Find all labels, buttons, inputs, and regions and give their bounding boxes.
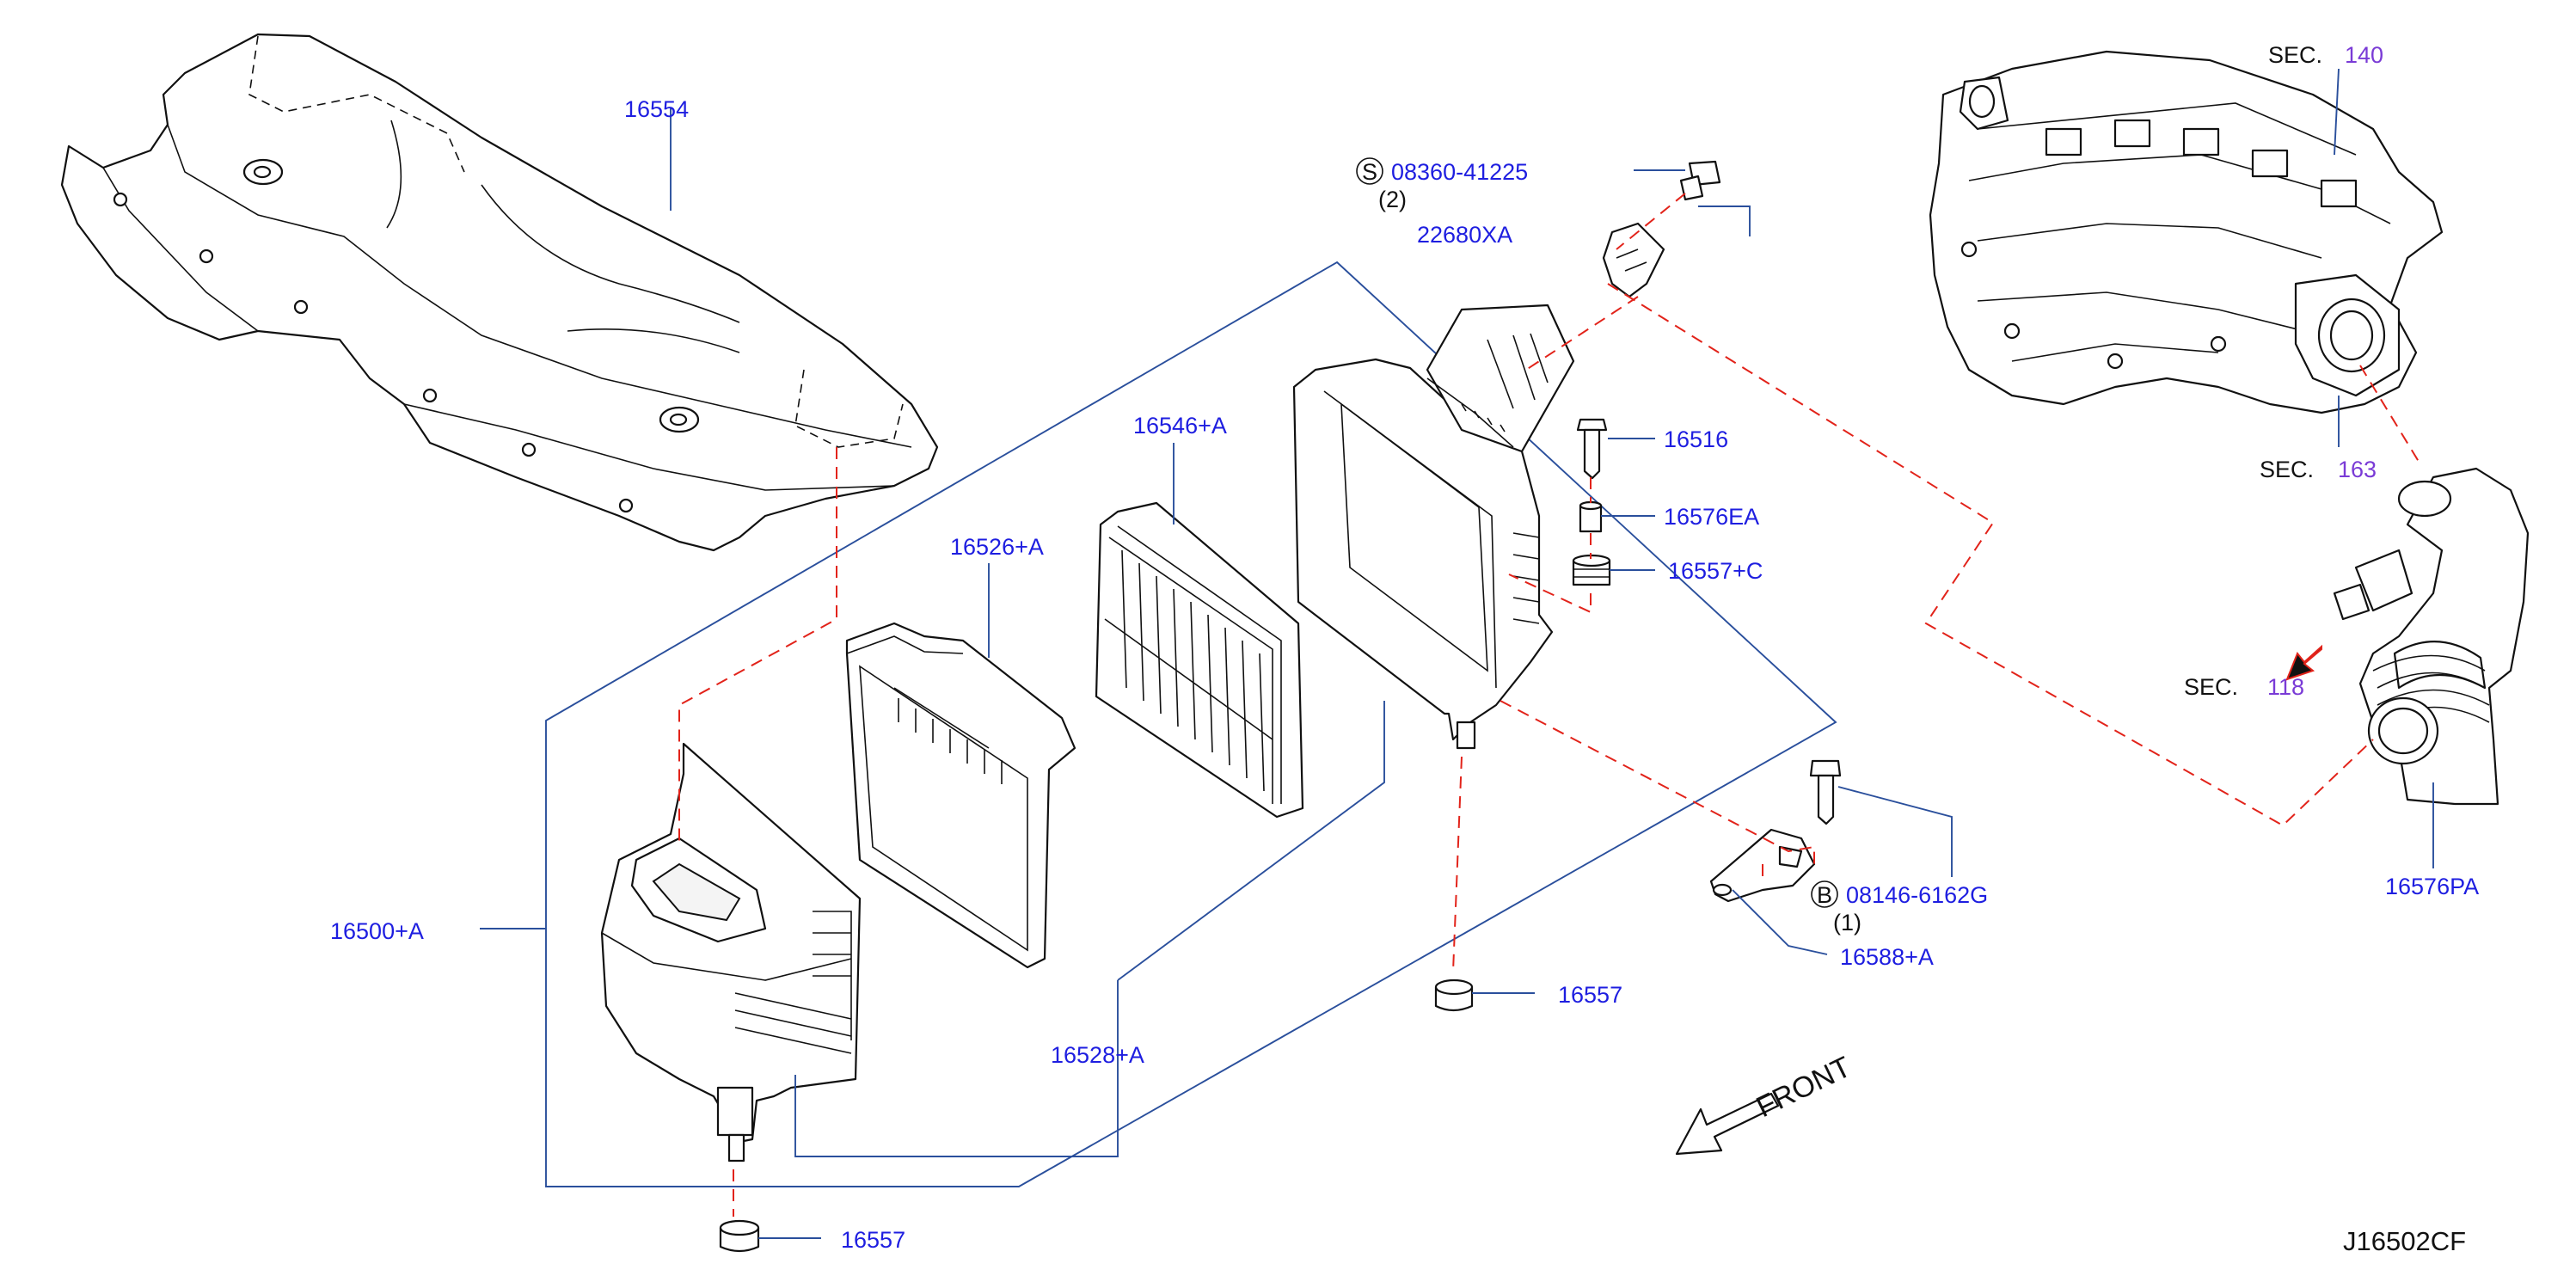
sec-163-number: 163 — [2338, 457, 2377, 482]
b-badge-circle — [1811, 880, 1838, 908]
leader-lines — [480, 68, 2434, 1239]
label-16588a: 16588+A — [1840, 944, 1934, 970]
label-08360-qty: (2) — [1378, 187, 1407, 212]
air-duct-16576pa — [2333, 467, 2530, 806]
sensor-22680xa — [1602, 222, 1665, 298]
label-16576pa: 16576PA — [2385, 874, 2479, 899]
engine-cover-16554 — [60, 33, 939, 552]
air-cleaner-upper-case — [1292, 304, 1575, 750]
bolt-16516 — [1576, 418, 1608, 480]
sec-118-arrow-icon — [2285, 644, 2322, 681]
bolt-08360-41225 — [1679, 160, 1721, 201]
label-08146-qty: (1) — [1833, 910, 1861, 936]
s-badge-circle — [1356, 157, 1383, 185]
sec-118-prefix: SEC. — [2184, 674, 2238, 700]
grommet-16557c — [1572, 554, 1611, 586]
bolt-08146-6162g — [1809, 759, 1842, 825]
sec-118-number: 118 — [2267, 674, 2304, 700]
intake-manifold — [1929, 50, 2444, 414]
sec-140-prefix: SEC. — [2268, 42, 2322, 68]
label-22680xa: 22680XA — [1417, 222, 1512, 248]
label-16500a: 16500+A — [330, 918, 424, 944]
diagram-id: J16502CF — [2343, 1226, 2466, 1256]
label-16526a: 16526+A — [950, 534, 1044, 560]
front-label: FRONT — [1751, 1051, 1856, 1124]
sec-163-prefix: SEC. — [2260, 457, 2314, 482]
label-08146-6162g: 08146-6162G — [1846, 882, 1988, 908]
assembly-lines — [678, 193, 2421, 1217]
b-badge-letter: B — [1817, 882, 1832, 908]
label-16554: 16554 — [624, 96, 689, 122]
front-arrow-icon — [1675, 1092, 1780, 1156]
kit-outline-16500a — [545, 261, 1837, 1187]
air-cleaner-lower-case — [600, 742, 862, 1163]
label-08360-41225: 08360-41225 — [1391, 159, 1528, 185]
label-16557c: 16557+C — [1668, 558, 1763, 584]
collar-16576ea — [1579, 500, 1603, 533]
label-16557-bottom: 16557 — [841, 1227, 905, 1253]
s-badge-letter: S — [1362, 159, 1377, 185]
filter-frame-16526a — [845, 622, 1076, 969]
label-16528a: 16528+A — [1051, 1042, 1144, 1068]
label-16557-middle: 16557 — [1558, 982, 1622, 1008]
front-direction-indicator: FRONT — [1675, 1051, 1856, 1156]
label-16576ea: 16576EA — [1664, 504, 1759, 530]
grommet-16557-middle — [1434, 978, 1474, 1012]
label-16546a: 16546+A — [1133, 413, 1227, 439]
filter-element-16546a — [1095, 501, 1304, 819]
label-16516: 16516 — [1664, 426, 1728, 452]
sec-140-number: 140 — [2345, 42, 2383, 68]
grommet-16557-bottom — [719, 1219, 760, 1253]
